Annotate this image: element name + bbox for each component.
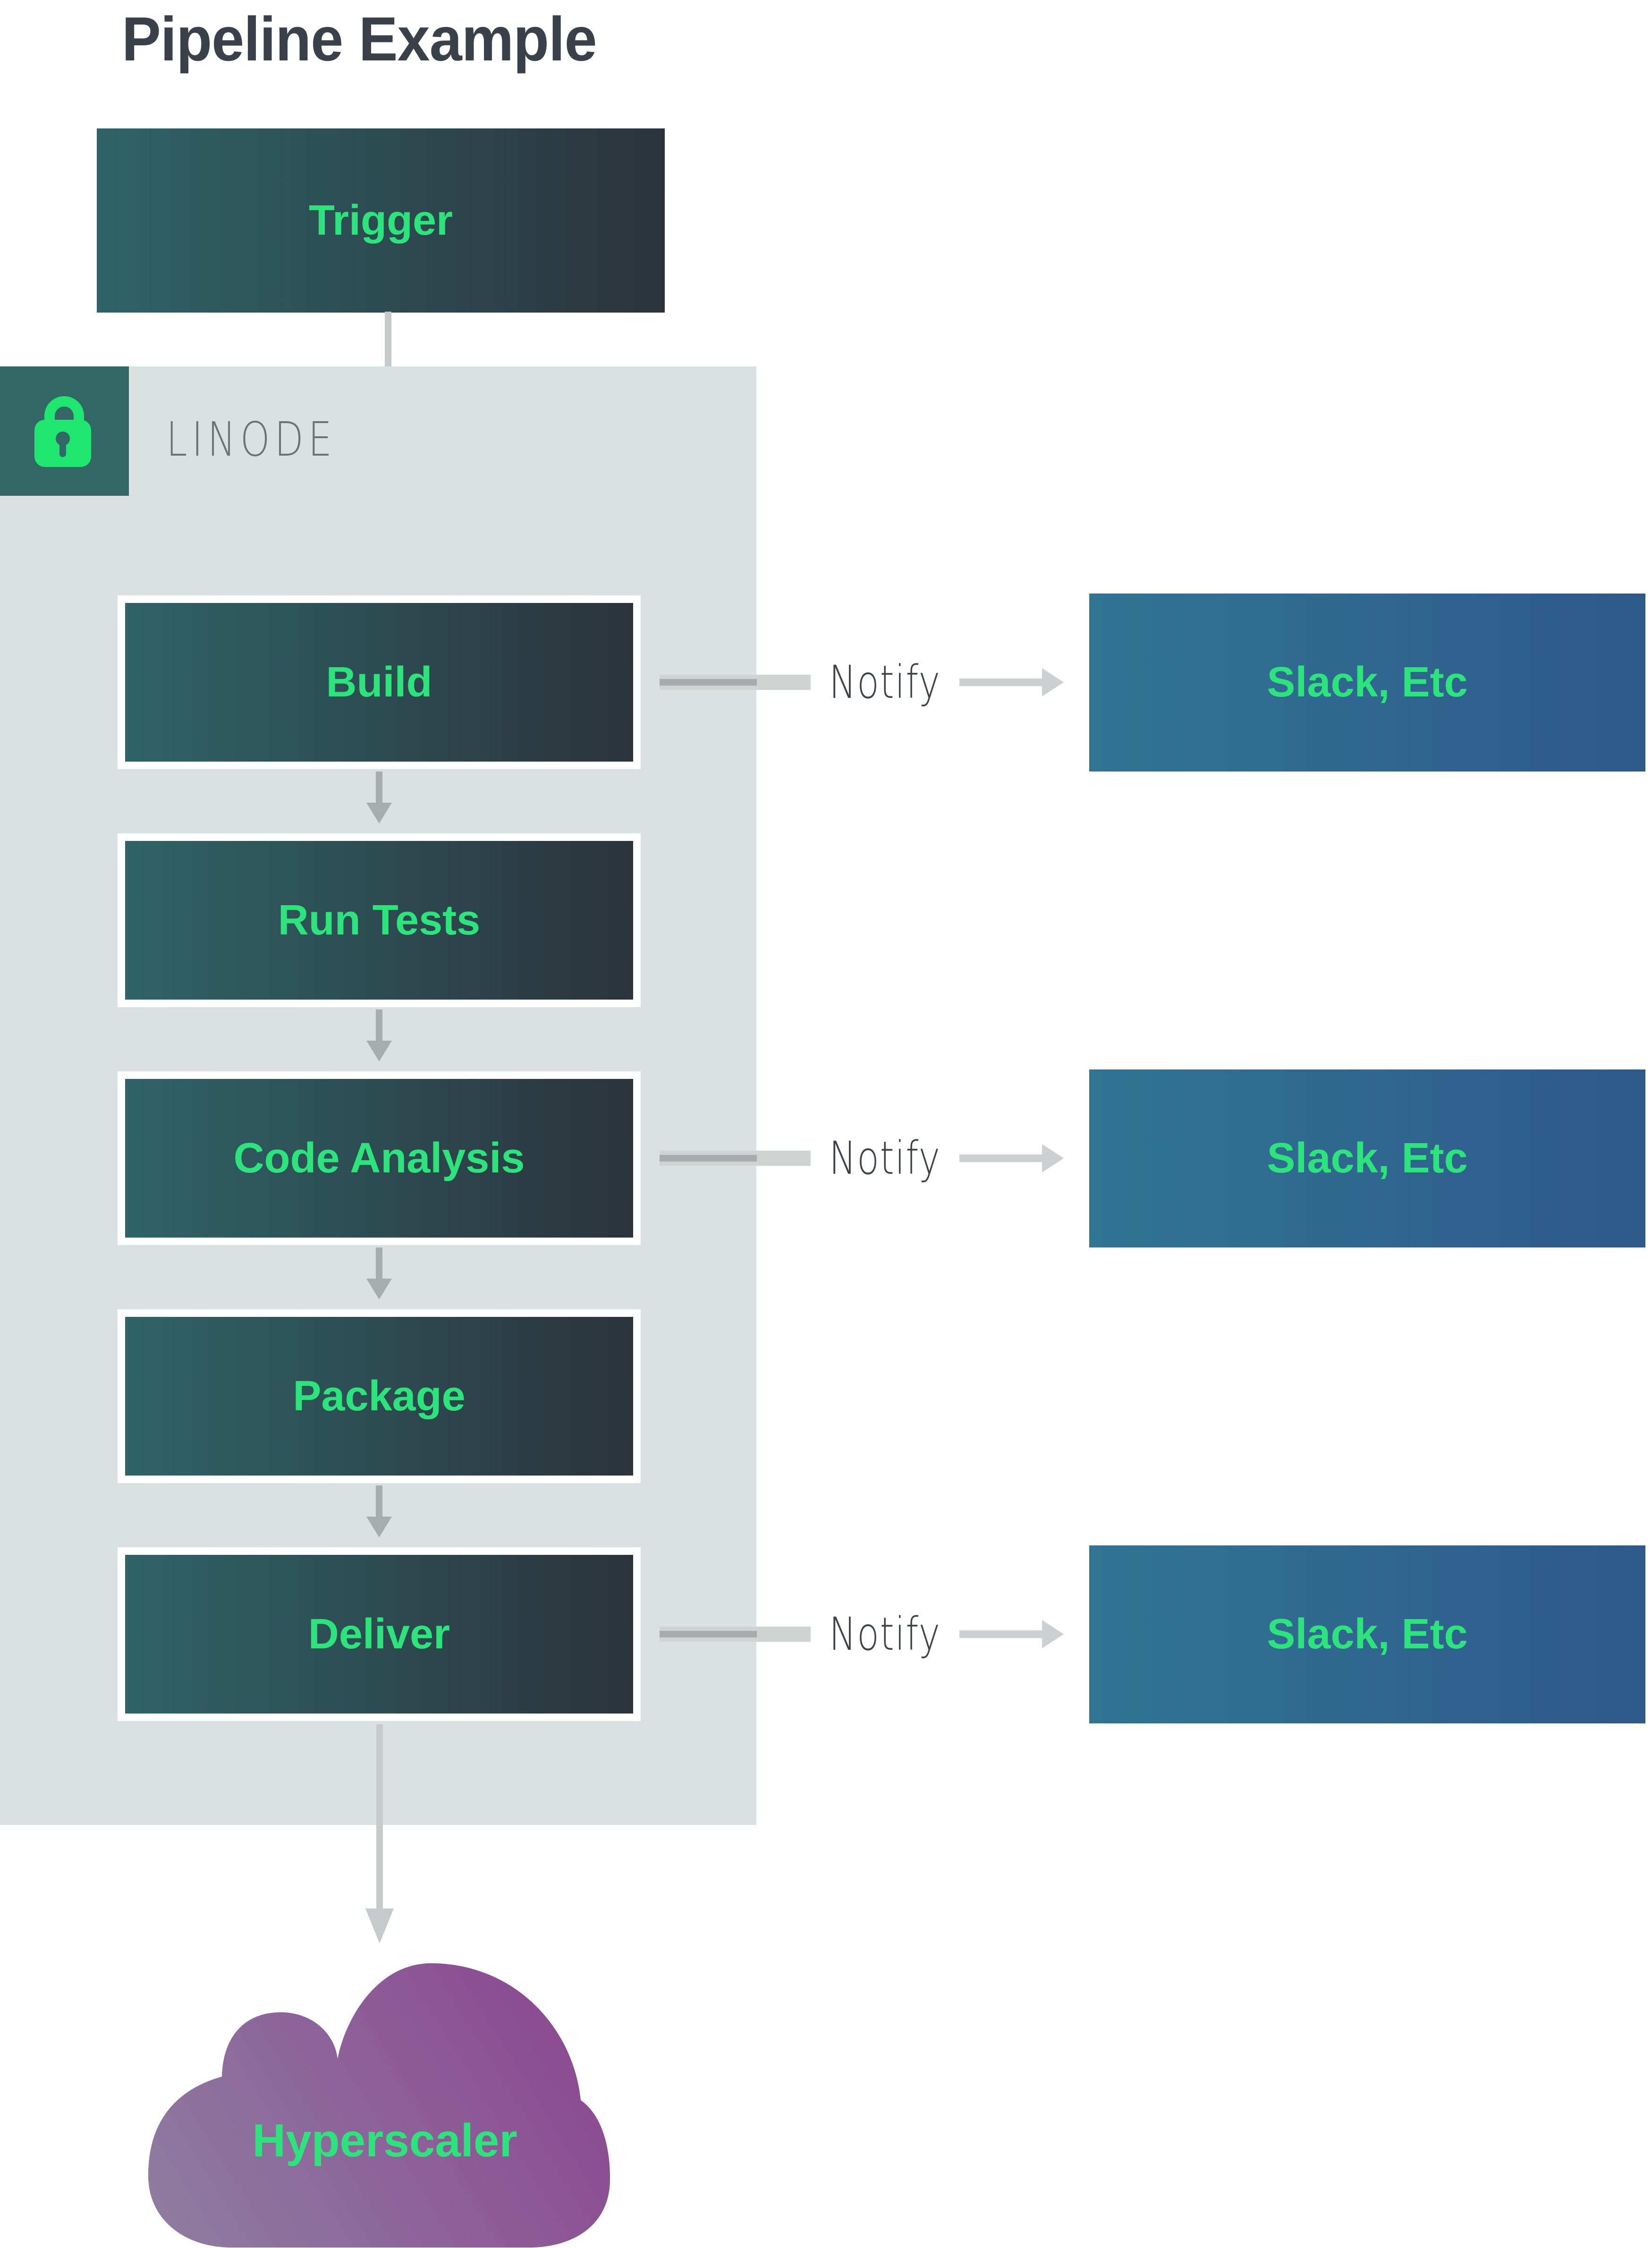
arrow-down-icon <box>376 1009 382 1042</box>
page-title: Pipeline Example <box>122 4 597 74</box>
lock-badge <box>0 366 129 496</box>
slack-box: Slack, Etc <box>1089 1069 1645 1247</box>
arrow-down-head-icon <box>366 1279 392 1299</box>
slack-label: Slack, Etc <box>1267 1135 1468 1182</box>
notify-line-core <box>660 679 757 686</box>
arrow-down-icon <box>376 1485 382 1518</box>
cloud-shape <box>148 1963 610 2248</box>
notify-label: Notify <box>829 1608 941 1661</box>
stage-box-package-inner: Package <box>125 1317 633 1476</box>
notify-line-core <box>660 1155 757 1162</box>
arrow-right-icon <box>959 679 1042 686</box>
slack-box: Slack, Etc <box>1089 594 1645 772</box>
stage-label: Code Analysis <box>233 1134 525 1182</box>
slack-label: Slack, Etc <box>1267 659 1468 706</box>
stage-label: Package <box>293 1372 466 1420</box>
stage-box-build: Build <box>118 595 641 769</box>
arrow-down-head-icon <box>366 803 392 823</box>
notify-line-core <box>660 1631 757 1637</box>
arrow-right-icon <box>959 1630 1042 1638</box>
stage-label: Deliver <box>308 1610 450 1658</box>
stage-box-package: Package <box>118 1309 641 1483</box>
trigger-box: Trigger <box>97 128 665 313</box>
stage-label: Run Tests <box>278 896 481 944</box>
slack-label: Slack, Etc <box>1267 1611 1468 1658</box>
trigger-label: Trigger <box>308 196 453 244</box>
stage-box-build-inner: Build <box>125 603 633 762</box>
stage-box-code-analysis-inner: Code Analysis <box>125 1079 633 1238</box>
arrow-down-head-icon <box>365 1909 394 1943</box>
stage-box-run-tests: Run Tests <box>118 833 641 1007</box>
arrow-right-head-icon <box>1042 668 1064 696</box>
arrow-down-icon <box>376 772 382 804</box>
cloud-label: Hyperscaler <box>252 2114 517 2166</box>
arrow-right-head-icon <box>1042 1144 1064 1172</box>
arrow-right-head-icon <box>1042 1620 1064 1648</box>
lock-icon <box>34 396 91 467</box>
stage-box-run-tests-inner: Run Tests <box>125 841 633 1000</box>
slack-box: Slack, Etc <box>1089 1545 1645 1723</box>
stage-box-code-analysis: Code Analysis <box>118 1071 641 1245</box>
notify-label: Notify <box>829 656 941 709</box>
notify-label: Notify <box>829 1132 941 1185</box>
stage-box-deliver-inner: Deliver <box>125 1555 633 1714</box>
arrow-down-icon <box>376 1247 382 1280</box>
arrow-down-icon <box>376 1724 383 1909</box>
arrow-down-head-icon <box>366 1041 392 1061</box>
arrow-right-icon <box>959 1154 1042 1162</box>
platform-label: LINODE <box>166 412 337 467</box>
stage-label: Build <box>326 658 432 706</box>
arrow-down-head-icon <box>366 1517 392 1537</box>
stage-box-deliver: Deliver <box>118 1547 641 1721</box>
